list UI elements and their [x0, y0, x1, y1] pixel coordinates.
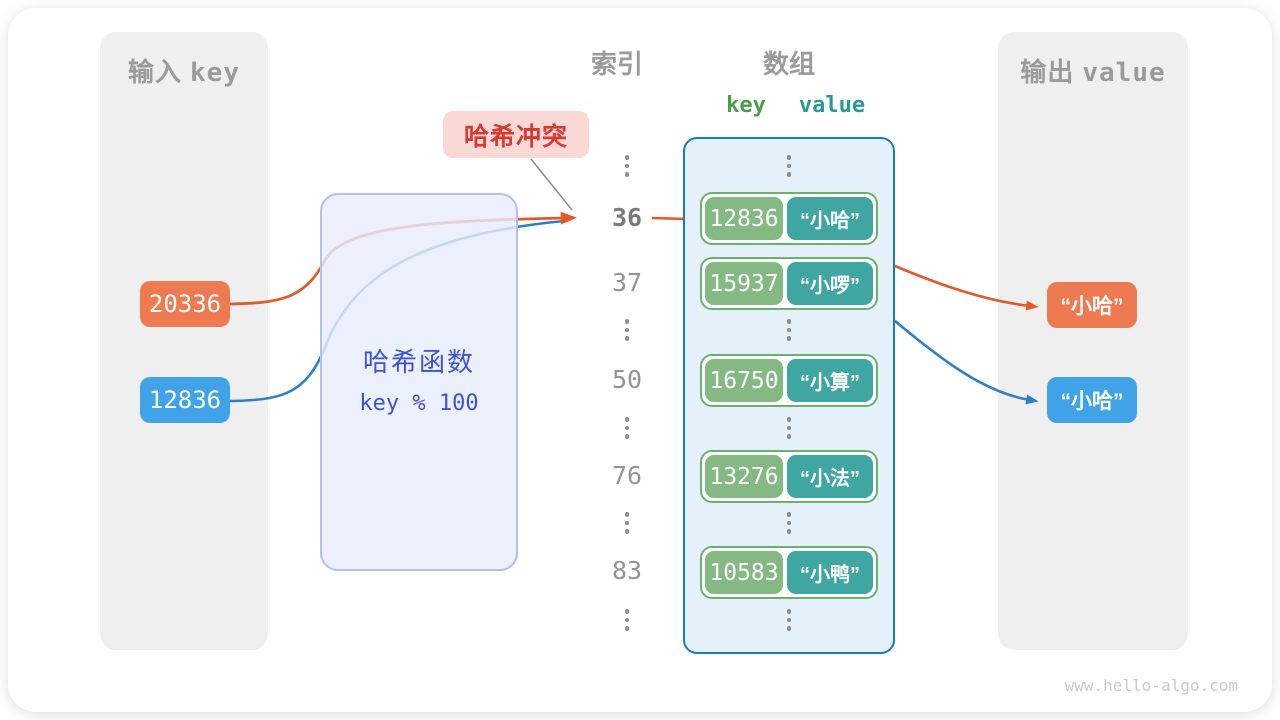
- index-36: 36: [611, 203, 643, 232]
- index-dots-3: [607, 415, 647, 441]
- index-50: 50: [611, 365, 643, 394]
- index-dots-5: [607, 607, 647, 633]
- output-value-blue: “小哈”: [1060, 390, 1124, 413]
- output-panel-title-en: value: [1082, 58, 1166, 88]
- array-entry-1: 12836 “小哈”: [700, 192, 878, 245]
- hash-function-title: 哈希函数: [362, 347, 475, 377]
- array-entry-5: 10583 “小鸭”: [700, 546, 878, 599]
- array-entry-4-value: “小法”: [787, 455, 873, 498]
- array-dots-1: [769, 153, 809, 179]
- input-panel-title-zh: 输入: [128, 57, 183, 87]
- index-37: 37: [611, 268, 643, 297]
- array-dots-2: [769, 317, 809, 343]
- array-entry-2-value: “小啰”: [787, 262, 873, 305]
- array-dots-4: [769, 510, 809, 536]
- input-key-12836: 12836: [148, 386, 222, 414]
- index-dots-2: [607, 317, 647, 343]
- array-entry-3-key: 16750: [705, 359, 783, 402]
- input-key-box-12836: 12836: [140, 377, 230, 423]
- array-entry-2: 15937 “小啰”: [700, 257, 878, 310]
- array-dots-5: [769, 607, 809, 633]
- array-column-header: 数组: [762, 49, 815, 79]
- index-dots-1: [607, 153, 647, 179]
- array-entry-2-key: 15937: [705, 262, 783, 305]
- output-value-box-blue: “小哈”: [1047, 377, 1137, 423]
- array-entry-1-key: 12836: [705, 197, 783, 240]
- input-panel-title-en: key: [190, 58, 240, 88]
- output-panel-title-zh: 输出: [1020, 57, 1075, 87]
- watermark: www.hello-algo.com: [1064, 676, 1238, 695]
- array-dots-3: [769, 415, 809, 441]
- hash-function-formula: key % 100: [359, 391, 479, 416]
- array-entry-5-value: “小鸭”: [787, 551, 873, 594]
- hash-function-box: 哈希函数 key % 100: [320, 193, 518, 571]
- index-83: 83: [611, 556, 643, 585]
- index-column-header: 索引: [590, 49, 643, 79]
- output-value-box-orange: “小哈”: [1047, 282, 1137, 328]
- input-key-20336: 20336: [148, 290, 222, 318]
- array-entry-4: 13276 “小法”: [700, 450, 878, 503]
- collision-callout: 哈希冲突: [443, 111, 589, 158]
- array-entry-5-key: 10583: [705, 551, 783, 594]
- array-value-label: value: [798, 93, 866, 118]
- array-entry-3-value: “小算”: [787, 359, 873, 402]
- array-entry-1-value: “小哈”: [787, 197, 873, 240]
- output-value-orange: “小哈”: [1060, 295, 1124, 318]
- input-key-box-20336: 20336: [140, 281, 230, 327]
- array-entry-4-key: 13276: [705, 455, 783, 498]
- index-76: 76: [611, 461, 643, 490]
- array-entry-3: 16750 “小算”: [700, 354, 878, 407]
- index-dots-4: [607, 510, 647, 536]
- array-key-label: key: [726, 93, 766, 118]
